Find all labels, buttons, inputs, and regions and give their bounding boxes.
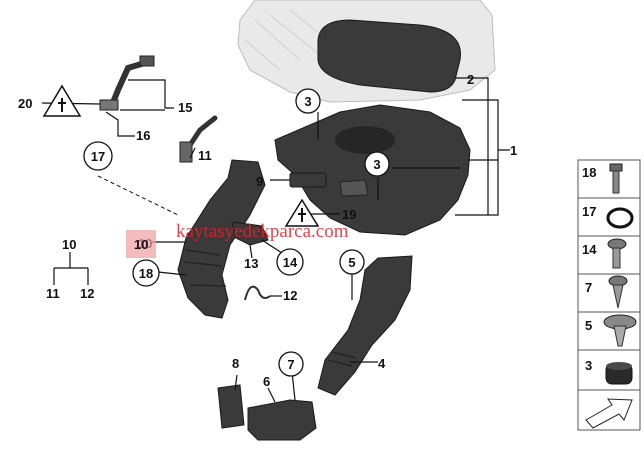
label-13: 13 xyxy=(244,256,258,271)
legend-item-17: 17 xyxy=(582,204,596,219)
dashed-link xyxy=(97,175,179,216)
svg-text:14: 14 xyxy=(283,255,298,270)
boot-part-6 xyxy=(247,399,317,441)
pad-part-9 xyxy=(289,172,327,188)
callout-14: 14 xyxy=(276,248,304,276)
bolt-icon xyxy=(607,238,627,269)
leader-13 xyxy=(249,244,253,259)
label-4: 4 xyxy=(378,356,386,371)
highlight-10 xyxy=(126,230,156,258)
intake-duct-10 xyxy=(177,159,266,319)
leader-7 xyxy=(291,371,296,401)
hose-15-connector xyxy=(139,55,155,67)
legend-item-18: 18 xyxy=(582,165,596,180)
label-20: 20 xyxy=(18,96,32,111)
label-16: 16 xyxy=(136,128,150,143)
grommet-icon xyxy=(605,362,633,385)
hose-15 xyxy=(109,59,151,108)
intake-duct-4 xyxy=(317,255,413,396)
label-12-tree: 12 xyxy=(80,286,94,301)
label-8: 8 xyxy=(232,356,239,371)
svg-text:3: 3 xyxy=(304,94,311,109)
svg-text:18: 18 xyxy=(139,266,153,281)
label-6: 6 xyxy=(263,374,270,389)
leader-18 xyxy=(157,271,187,276)
label-9: 9 xyxy=(256,174,263,189)
svg-text:7: 7 xyxy=(287,357,294,372)
tree-10 xyxy=(53,252,89,285)
callout-3a: 3 xyxy=(295,88,321,114)
legend-item-7: 7 xyxy=(585,280,592,295)
legend-item-3: 3 xyxy=(585,358,592,373)
label-12-clip: 12 xyxy=(283,288,297,303)
legend-item-5: 5 xyxy=(585,318,592,333)
duct-ribs xyxy=(183,249,227,287)
label-2: 2 xyxy=(467,72,474,87)
highlight-10-label: 10 xyxy=(134,237,148,252)
leader-15 xyxy=(120,79,174,111)
housing-bracket xyxy=(339,179,369,197)
leader-8 xyxy=(234,374,238,391)
block-part-8 xyxy=(217,384,245,429)
self-tapping-screw-icon xyxy=(608,275,628,309)
housing-recess xyxy=(335,126,395,154)
cover-pad xyxy=(317,19,461,93)
svg-text:17: 17 xyxy=(91,149,105,164)
screw-icon xyxy=(609,163,623,194)
label-15: 15 xyxy=(178,100,192,115)
watermark: kaytasyedekparca.com xyxy=(176,221,349,242)
callout-3b: 3 xyxy=(364,151,390,177)
expanding-nut-icon xyxy=(603,314,637,347)
leader-6 xyxy=(267,387,276,403)
warning-triangle-20 xyxy=(42,84,82,117)
label-1: 1 xyxy=(510,143,517,158)
leader-2 xyxy=(455,77,489,215)
callout-5: 5 xyxy=(339,249,365,275)
leader-11 xyxy=(189,147,196,159)
callout-17: 17 xyxy=(83,141,113,171)
oring-icon xyxy=(606,207,634,229)
label-10-tree: 10 xyxy=(62,237,76,252)
svg-text:5: 5 xyxy=(348,255,355,270)
leader-3b xyxy=(377,167,460,200)
sensor-13 xyxy=(231,221,269,246)
connector-20 xyxy=(99,99,119,111)
leader-16 xyxy=(105,111,135,137)
warning-triangle-19 xyxy=(284,198,320,227)
arrow-icon xyxy=(585,398,633,429)
cover-texture xyxy=(244,9,341,71)
clip-12 xyxy=(244,285,271,301)
callout-7: 7 xyxy=(278,351,304,377)
callout-18: 18 xyxy=(132,259,160,287)
legend-item-14: 14 xyxy=(582,242,597,257)
label-11-hose: 11 xyxy=(198,148,212,163)
duct-4-ribs xyxy=(327,351,357,367)
hose-16-connector xyxy=(179,141,193,163)
label-19: 19 xyxy=(342,207,356,222)
svg-text:3: 3 xyxy=(373,157,380,172)
leader-1 xyxy=(455,99,510,216)
legend-column: 18 17 14 7 5 3 xyxy=(577,159,641,431)
label-11-tree: 11 xyxy=(46,286,60,301)
